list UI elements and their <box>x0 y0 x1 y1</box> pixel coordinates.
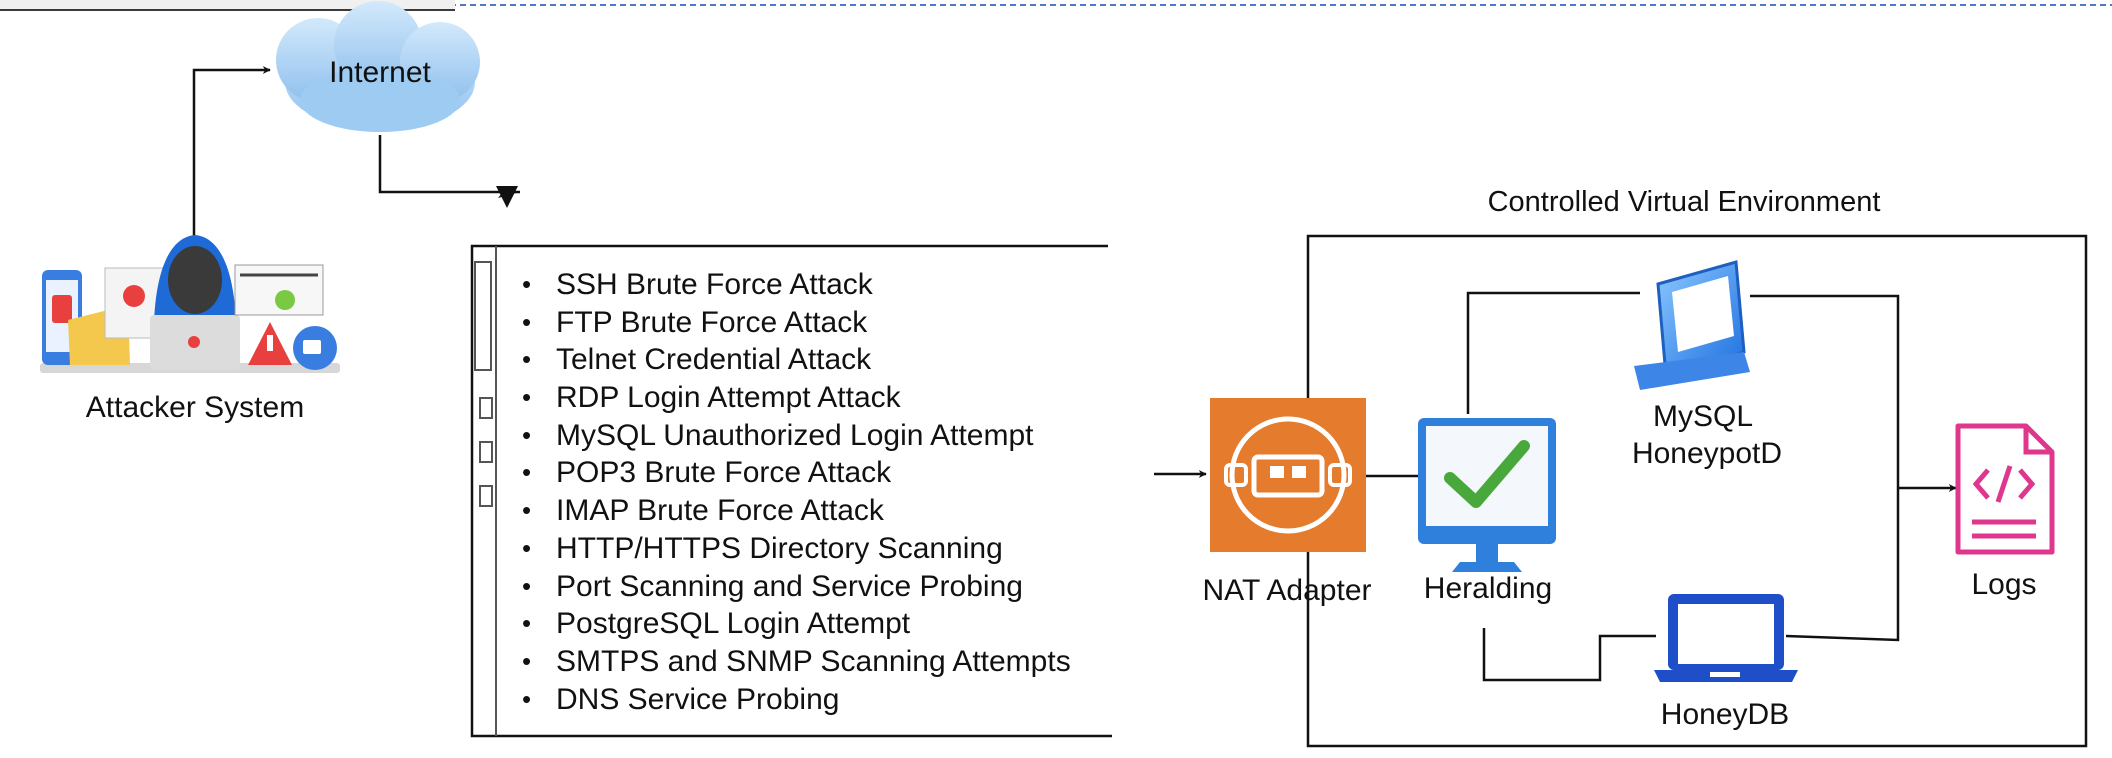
nat-adapter-icon <box>1210 398 1366 552</box>
attack-list-item: FTP Brute Force Attack <box>522 304 1071 342</box>
code-file-icon <box>1955 423 2055 555</box>
attack-list-item: Port Scanning and Service Probing <box>522 568 1071 606</box>
attack-list-item: MySQL Unauthorized Login Attempt <box>522 417 1071 455</box>
internet-label: Internet <box>329 56 431 89</box>
attack-list-item: HTTP/HTTPS Directory Scanning <box>522 530 1071 568</box>
hacker-icon <box>40 235 340 373</box>
monitor-check-icon <box>1418 418 1556 572</box>
internet-arrow-head <box>496 186 518 208</box>
attack-list: SSH Brute Force AttackFTP Brute Force At… <box>522 266 1071 718</box>
attacker-label: Attacker System <box>86 391 304 424</box>
attack-list-item: IMAP Brute Force Attack <box>522 492 1071 530</box>
attack-list-item: DNS Service Probing <box>522 681 1071 719</box>
honeydb-label: HoneyDB <box>1660 698 1790 731</box>
attack-list-item: Telnet Credential Attack <box>522 341 1071 379</box>
mysql-label-line2: HoneypotD <box>1631 437 1783 470</box>
mysql-label-line1: MySQL <box>1652 400 1754 433</box>
mysql-laptop-icon <box>1634 260 1750 390</box>
attack-list-item: SSH Brute Force Attack <box>522 266 1071 304</box>
frame-corner <box>0 0 455 10</box>
attack-list-item: PostgreSQL Login Attempt <box>522 605 1071 643</box>
attack-list-item: RDP Login Attempt Attack <box>522 379 1071 417</box>
attack-list-item: POP3 Brute Force Attack <box>522 454 1071 492</box>
nat-label: NAT Adapter <box>1202 574 1372 607</box>
heralding-label: Heralding <box>1423 572 1553 605</box>
internet-cloud-icon <box>276 1 480 132</box>
honeydb-laptop-icon <box>1654 594 1798 682</box>
attacker-to-internet-arrow <box>192 66 271 238</box>
attack-list-item: SMTPS and SNMP Scanning Attempts <box>522 643 1071 681</box>
attack-list-frame <box>470 244 1112 738</box>
logs-label: Logs <box>1971 568 2037 601</box>
environment-title: Controlled Virtual Environment <box>1487 186 1881 218</box>
internet-to-attacks-arrow <box>378 135 520 194</box>
